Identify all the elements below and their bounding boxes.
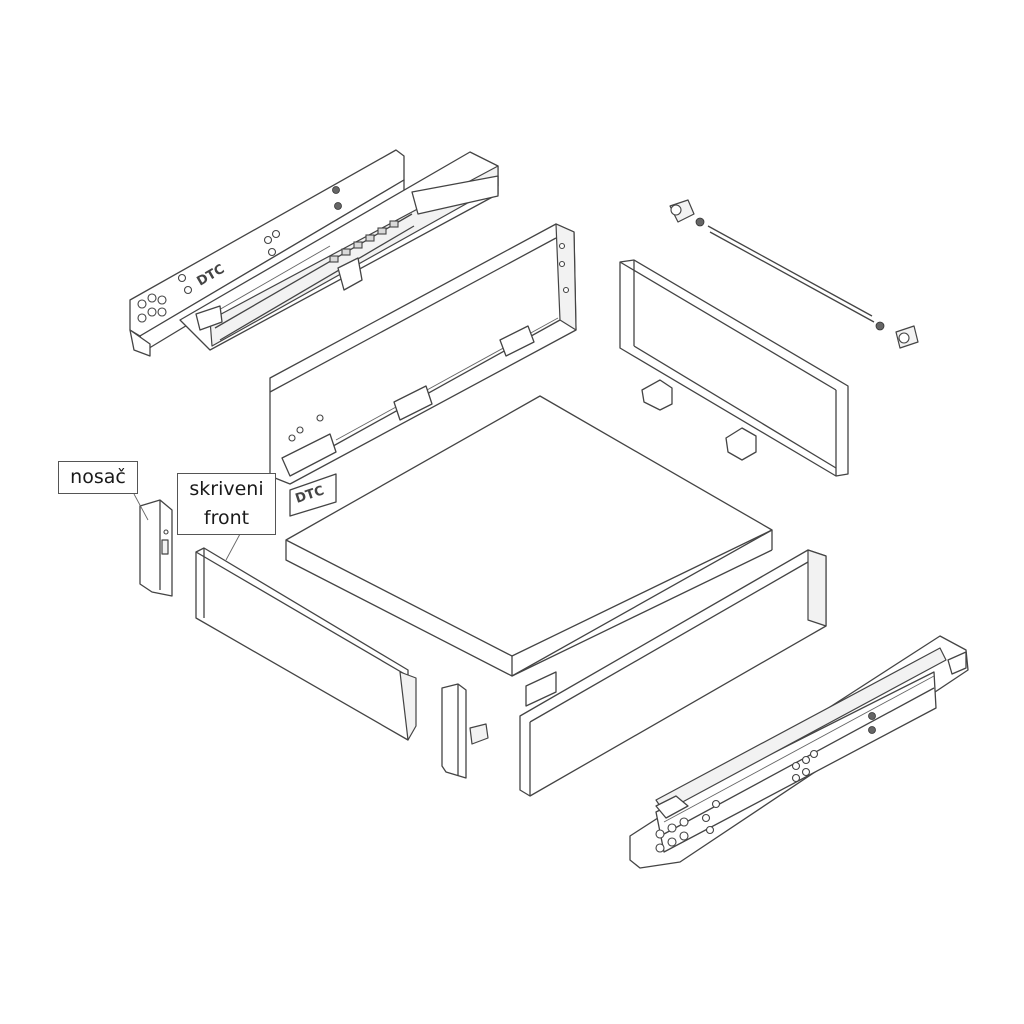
nosac-bracket-left (139, 499, 173, 597)
runner-left: DTC (129, 149, 499, 357)
label-front-line1: skriveni (189, 478, 264, 500)
runner-right-holes (655, 712, 876, 853)
label-nosac-text: nosač (70, 466, 126, 488)
dtc-badge: DTC (289, 473, 337, 517)
label-nosac: nosač (58, 461, 138, 494)
label-hidden-front: skriveni front (177, 473, 276, 535)
front-leader-line (225, 533, 241, 561)
back-panel (619, 259, 849, 477)
hidden-front-left (195, 547, 417, 741)
nosac-bracket-right (441, 683, 489, 779)
runner-left-slots (329, 220, 399, 263)
nosac-leader-line (133, 493, 149, 521)
label-front-line2: front (203, 507, 250, 529)
side-profile-front (519, 549, 827, 797)
stabilizer-rod (669, 199, 919, 349)
drawer-bottom (285, 395, 773, 677)
runner-right (629, 635, 969, 869)
runner-left-holes (137, 186, 342, 323)
